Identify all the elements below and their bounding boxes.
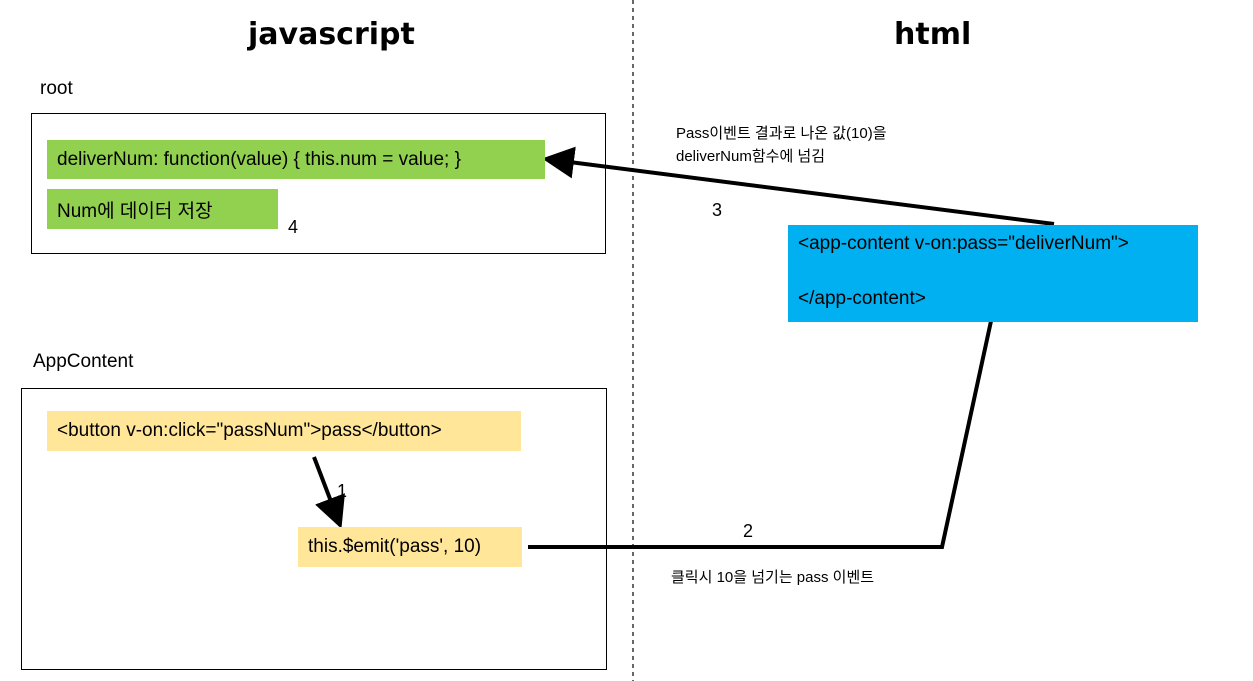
app-content-tag-box: <app-content v-on:pass="deliverNum"> </a… [788, 225, 1198, 322]
emit-call-box: this.$emit('pass', 10) [298, 527, 522, 567]
step-2-note: 클릭시 10을 넘기는 pass 이벤트 [671, 569, 875, 586]
step-3-note-line-2: deliverNum함수에 넘김 [676, 148, 826, 165]
appcontent-label: AppContent [33, 351, 134, 372]
button-template-line: <button v-on:click="passNum">pass</butto… [47, 411, 521, 451]
store-num-box: Num에 데이터 저장 [47, 189, 278, 229]
html-heading: html [894, 17, 972, 52]
arrow-step-3 [542, 146, 1055, 226]
step-4-label: 4 [288, 217, 299, 237]
open-tag-line: <app-content v-on:pass="deliverNum"> [798, 233, 1129, 254]
step-3-note: Pass이벤트 결과로 나온 값(10)을 deliverNum함수에 넘김 [676, 122, 887, 168]
step-3-note-line-1: Pass이벤트 결과로 나온 값(10)을 [676, 125, 887, 142]
step-1-label: 1 [337, 481, 348, 501]
deliver-num-function: deliverNum: function(value) { this.num =… [47, 140, 545, 179]
arrow-step-1 [312, 456, 345, 529]
step-2-label: 2 [743, 521, 754, 541]
appcontent-frame [21, 388, 607, 670]
root-frame [31, 113, 606, 254]
close-tag-line: </app-content> [798, 288, 926, 309]
root-label: root [40, 78, 73, 99]
javascript-heading: javascript [248, 17, 415, 52]
arrow-step-2 [528, 271, 1011, 549]
step-3-label: 3 [712, 200, 723, 220]
